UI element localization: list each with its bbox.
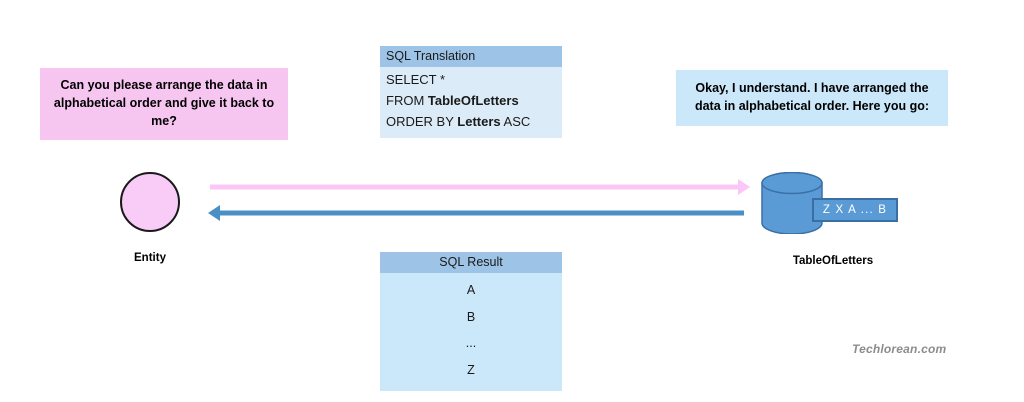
response-message-bubble: Okay, I understand. I have arranged the …: [676, 70, 948, 127]
sql-line-from-table: TableOfLetters: [427, 93, 519, 109]
table-row: A: [466, 283, 476, 297]
database-label: TableOfLetters: [792, 255, 874, 267]
table-row: B: [466, 309, 476, 324]
response-arrow: [208, 205, 744, 221]
database-callout-box: Z X A ... B: [812, 198, 898, 222]
sql-line-orderby-suffix: ASC: [500, 114, 531, 130]
sql-translation-body: SELECT * FROM TableOfLetters ORDER BY Le…: [380, 67, 562, 138]
sql-line-from-prefix: FROM: [386, 93, 428, 109]
sql-translation-header: SQL Translation: [380, 46, 562, 67]
sql-line-orderby: ORDER BY Letters ASC: [386, 111, 556, 132]
database-icon: [761, 171, 823, 235]
watermark: Techlorean.com: [852, 342, 947, 356]
sql-result-header: SQL Result: [380, 252, 562, 273]
database-cylinder: [760, 171, 824, 235]
request-message-bubble: Can you please arrange the data in alpha…: [40, 68, 288, 141]
request-arrow: [210, 179, 750, 195]
entity-circle: [120, 172, 180, 232]
table-row: Z: [467, 362, 475, 377]
sql-line-select: SELECT *: [386, 69, 556, 90]
entity-label: Entity: [134, 252, 166, 264]
sql-line-select-prefix: SELECT *: [386, 72, 446, 87]
sql-line-orderby-column: Letters: [457, 114, 501, 130]
sql-line-from: FROM TableOfLetters: [386, 90, 556, 111]
sql-result-rows: A B ... Z: [380, 273, 562, 391]
sql-result-panel: SQL Result A B ... Z: [380, 252, 562, 391]
table-row: ...: [465, 336, 477, 350]
sql-translation-panel: SQL Translation SELECT * FROM TableOfLet…: [380, 46, 562, 139]
sql-line-orderby-prefix: ORDER BY: [386, 114, 458, 130]
